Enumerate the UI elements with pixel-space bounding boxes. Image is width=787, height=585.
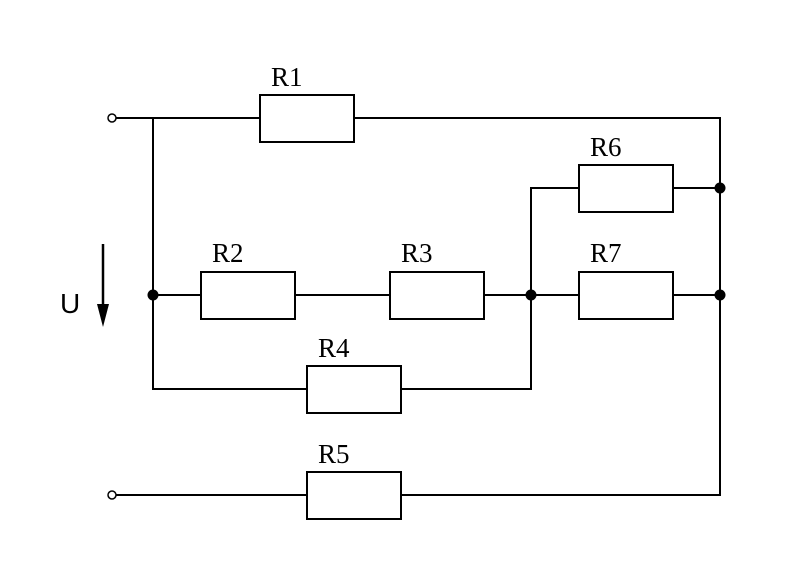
voltage-arrow-head-icon: [97, 304, 109, 327]
terminal-bottom: [107, 490, 117, 500]
resistor-r4: R4: [306, 333, 402, 414]
resistor-r7-body: [578, 271, 674, 320]
resistor-r5: R5: [306, 439, 402, 520]
junction-node-right-top: [714, 182, 726, 194]
resistor-r3-body: [389, 271, 485, 320]
resistor-r1-label: R1: [271, 62, 303, 92]
resistor-r5-body: [306, 471, 402, 520]
resistor-r2-label: R2: [212, 238, 244, 268]
input-terminals: [107, 113, 117, 500]
resistor-r7: R7: [578, 238, 674, 320]
resistor-r3-label: R3: [401, 238, 433, 268]
junction-node-right-middle: [714, 289, 726, 301]
resistor-r2-body: [200, 271, 296, 320]
resistor-r4-label: R4: [318, 333, 350, 363]
resistor-r2: R2: [200, 238, 296, 320]
junction-node-middle: [525, 289, 537, 301]
resistor-r4-body: [306, 365, 402, 414]
resistor-r1-body: [259, 94, 355, 143]
resistor-r3: R3: [389, 238, 485, 320]
resistor-r1: R1: [259, 62, 355, 143]
junction-nodes: [147, 182, 726, 301]
resistor-r7-label: R7: [590, 238, 622, 268]
junction-node-left: [147, 289, 159, 301]
resistor-r6-body: [578, 164, 674, 213]
resistor-r6-label: R6: [590, 132, 622, 162]
voltage-label: U: [60, 288, 80, 319]
resistor-r6: R6: [578, 132, 674, 213]
terminal-top: [107, 113, 117, 123]
resistor-r5-label: R5: [318, 439, 350, 469]
wires: [115, 117, 721, 496]
voltage-indicator: U: [60, 244, 109, 327]
